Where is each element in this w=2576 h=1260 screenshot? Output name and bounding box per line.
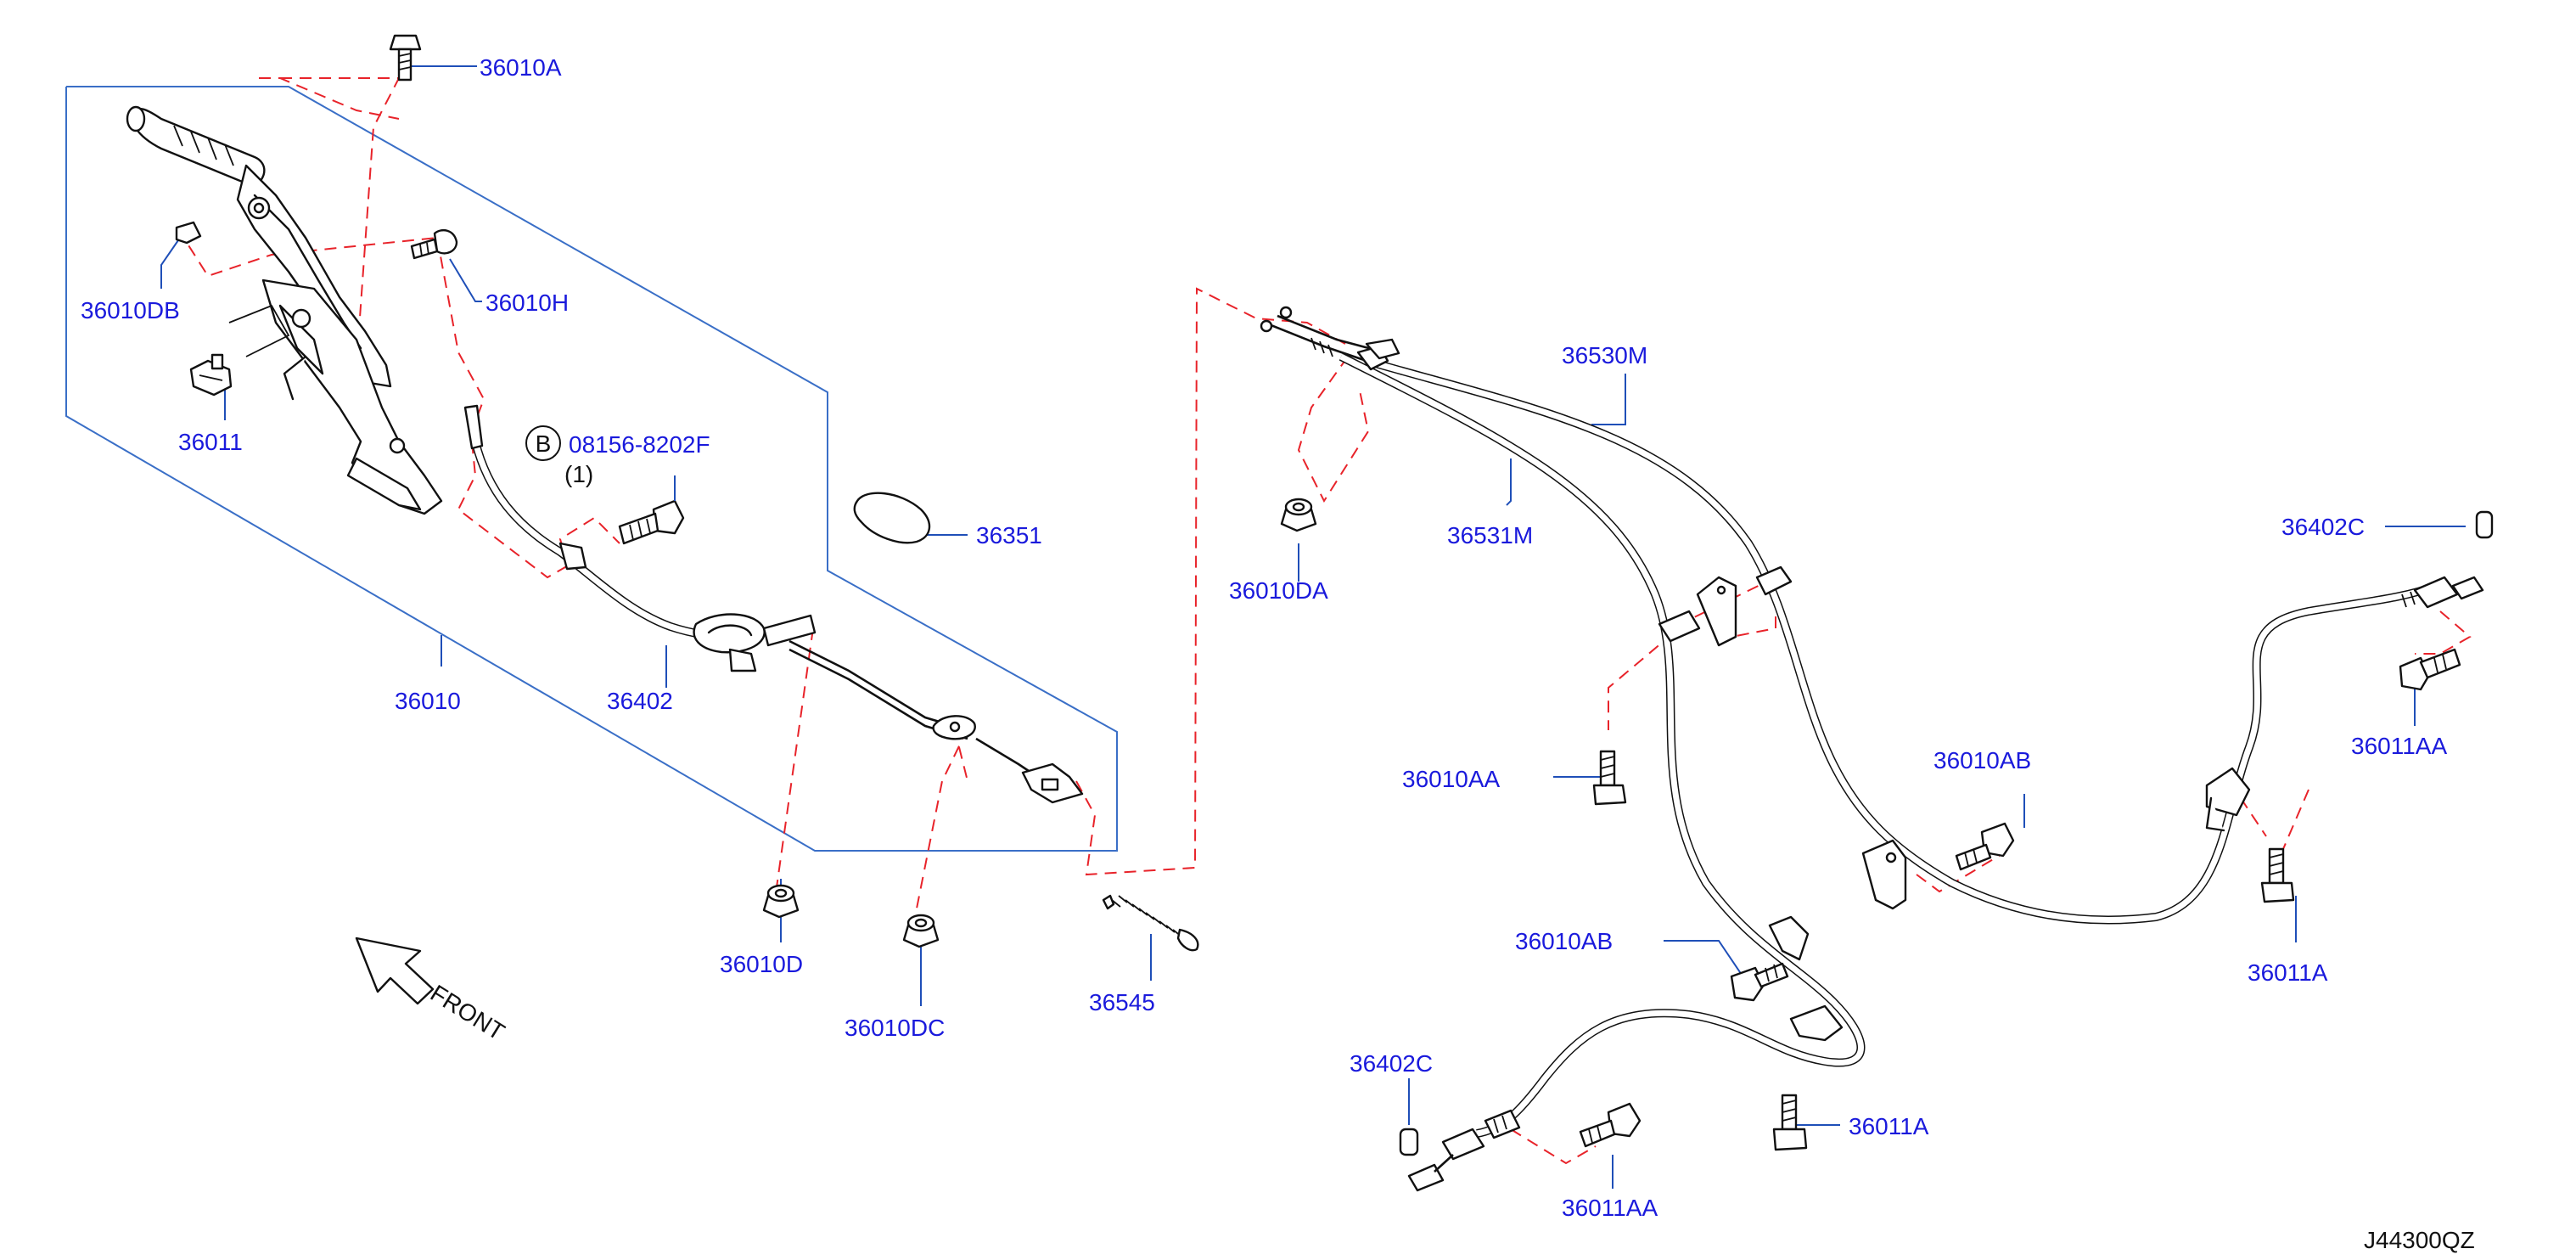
bolt-spec-callout: B 08156-8202F (1) xyxy=(525,425,710,501)
diagram-code: J44300QZ xyxy=(2364,1227,2475,1253)
bolt-36010AB-left xyxy=(1730,962,1789,1002)
bolt-36010AA xyxy=(1592,750,1627,806)
assembly-outline xyxy=(65,86,1118,852)
cable-end-36402C-right xyxy=(2401,510,2494,609)
bolt-36011A-right xyxy=(2260,847,2295,903)
callout-36010: 36010 xyxy=(395,688,461,714)
callout-36545: 36545 xyxy=(1089,989,1155,1015)
front-arrow-icon xyxy=(355,937,435,1005)
spec-part-number: 08156-8202F xyxy=(569,431,710,458)
front-cable-36402 xyxy=(463,404,1084,804)
front-label: FRONT xyxy=(426,980,509,1045)
nut-36010DC xyxy=(902,914,940,948)
callout-36011AA-right: 36011AA xyxy=(2351,733,2447,759)
callout-36351: 36351 xyxy=(976,522,1042,548)
hand-brake-lever xyxy=(126,105,443,515)
callout-36010A: 36010A xyxy=(480,54,562,81)
grommet-36351 xyxy=(853,492,931,544)
spring-36545 xyxy=(1102,894,1199,952)
bolt-36011A-left xyxy=(1772,1094,1808,1151)
callout-36010DA: 36010DA xyxy=(1229,577,1328,604)
cable-brackets xyxy=(1658,565,2251,1042)
nut-36010D xyxy=(762,884,800,919)
rear-cable-36531M xyxy=(1339,352,1866,1138)
bolt-36011AA-right xyxy=(2399,648,2461,691)
callout-36402C-left: 36402C xyxy=(1350,1050,1433,1077)
callout-36011A-right: 36011A xyxy=(2248,959,2328,986)
cable-end-36402C-left xyxy=(1399,1109,1521,1192)
bolt-36010AB-right xyxy=(1955,822,2015,871)
dashed-guide-lines xyxy=(177,77,2472,1165)
bolt-36010H xyxy=(410,228,458,260)
callout-36402: 36402 xyxy=(607,688,673,714)
spec-quantity: (1) xyxy=(564,461,593,487)
callout-36011A-left: 36011A xyxy=(1849,1113,1929,1139)
callout-36531M: 36531M xyxy=(1447,522,1533,548)
callout-36010DC: 36010DC xyxy=(845,1015,945,1041)
rear-cable-front-ends xyxy=(1260,306,1400,371)
callout-36010AB-left: 36010AB xyxy=(1515,928,1613,954)
callout-36010DB: 36010DB xyxy=(81,297,180,323)
spec-circle-icon xyxy=(525,425,561,461)
nut-36010DA xyxy=(1280,498,1317,532)
switch-36011 xyxy=(189,353,233,397)
spec-circle-letter: B xyxy=(536,430,552,457)
callout-36010AA: 36010AA xyxy=(1402,766,1501,792)
leader-lines xyxy=(160,65,2466,1189)
bolt-08156-8202F xyxy=(618,499,685,545)
bolt-36010A xyxy=(389,34,422,82)
rear-cable-36530M xyxy=(1365,357,2438,925)
callout-36010AB-right: 36010AB xyxy=(1933,747,2031,773)
callout-36402C-right: 36402C xyxy=(2281,514,2365,540)
clip-36010DB xyxy=(175,221,202,245)
callout-36530M: 36530M xyxy=(1562,342,1647,368)
callout-36010D: 36010D xyxy=(720,951,803,977)
callout-36011AA-left: 36011AA xyxy=(1562,1195,1658,1221)
callout-labels: 36010A 36010H 36010DB 36011 36351 36010 … xyxy=(81,54,2447,1221)
callout-36010H: 36010H xyxy=(485,290,569,316)
callout-36011: 36011 xyxy=(178,429,243,455)
bolt-36011AA-left xyxy=(1579,1102,1642,1148)
